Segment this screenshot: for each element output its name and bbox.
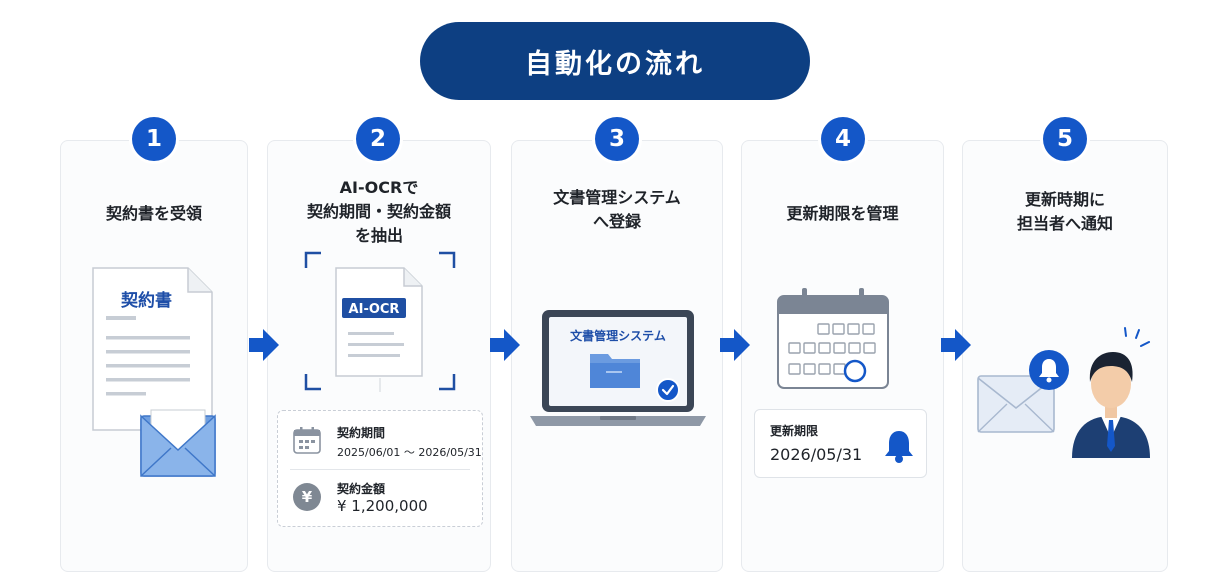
- step-number-4: 4: [821, 117, 865, 161]
- contract-period-label: 契約期間: [337, 426, 386, 440]
- step-label-line: 更新時期に: [1024, 190, 1105, 209]
- calendar-icon: [293, 427, 321, 454]
- step-label-line: 更新期限を管理: [786, 204, 899, 223]
- alert-lines-icon: [1124, 327, 1150, 347]
- renewal-deadline-box: 更新期限 2026/05/31: [754, 409, 927, 478]
- extracted-info-box: 契約期間 2025/06/01 ～ 2026/05/31 ¥ 契約金額 ¥ 1,…: [277, 410, 483, 527]
- step-label-line: 担当者へ通知: [1016, 214, 1113, 233]
- step-number-1: 1: [132, 117, 176, 161]
- bell-icon: [885, 431, 913, 463]
- renewal-deadline-label: 更新期限: [770, 424, 819, 438]
- contract-doc-title: 契約書: [121, 291, 172, 311]
- notification-illustration: [977, 327, 1150, 458]
- step-number-5: 5: [1043, 117, 1087, 161]
- contract-period-value: 2025/06/01 ～ 2026/05/31: [337, 446, 482, 459]
- step-label-line: 契約書を受領: [105, 204, 202, 223]
- step-label-4: 更新期限を管理: [741, 202, 944, 226]
- step-label-line: へ登録: [592, 212, 641, 231]
- flow-arrow-icon: [249, 329, 279, 361]
- yen-icon: ¥: [293, 483, 321, 511]
- step-number-2: 2: [356, 117, 400, 161]
- step-label-line: を抽出: [354, 226, 403, 245]
- person-icon: [1072, 352, 1150, 458]
- scan-frame-icon: [304, 251, 456, 392]
- doc-system-title: 文書管理システム: [570, 329, 666, 343]
- step-label-5: 更新時期に 担当者へ通知: [962, 188, 1168, 236]
- step-label-line: 契約期間・契約金額: [306, 202, 451, 221]
- folder-icon: [590, 354, 640, 388]
- flow-arrow-icon: [941, 329, 971, 361]
- step-label-line: 文書管理システム: [553, 188, 681, 207]
- envelope-icon: [140, 409, 216, 477]
- contract-amount-label: 契約金額: [337, 482, 386, 496]
- step-label-1: 契約書を受領: [60, 202, 248, 226]
- due-date-marker: [843, 359, 867, 383]
- renewal-calendar-icon: [777, 288, 889, 389]
- step-card-5: [962, 140, 1168, 572]
- flow-arrow-icon: [720, 329, 750, 361]
- flow-arrow-icon: [490, 329, 520, 361]
- contract-document-icon: [92, 267, 216, 477]
- laptop-icon: [530, 310, 706, 426]
- notification-bell-icon: [1029, 350, 1069, 390]
- step-label-line: AI-OCRで: [339, 178, 419, 197]
- step-label-3: 文書管理システム へ登録: [511, 186, 723, 234]
- renewal-deadline-value: 2026/05/31: [770, 445, 863, 464]
- ai-ocr-tag: AI-OCR: [348, 302, 400, 317]
- page-title: 自動化の流れ: [420, 22, 810, 100]
- divider: [290, 469, 470, 470]
- step-label-2: AI-OCRで 契約期間・契約金額 を抽出: [267, 176, 491, 248]
- step-number-3: 3: [595, 117, 639, 161]
- contract-amount-value: ¥ 1,200,000: [337, 497, 428, 515]
- check-icon: [656, 378, 680, 402]
- page-title-text: 自動化の流れ: [525, 48, 705, 80]
